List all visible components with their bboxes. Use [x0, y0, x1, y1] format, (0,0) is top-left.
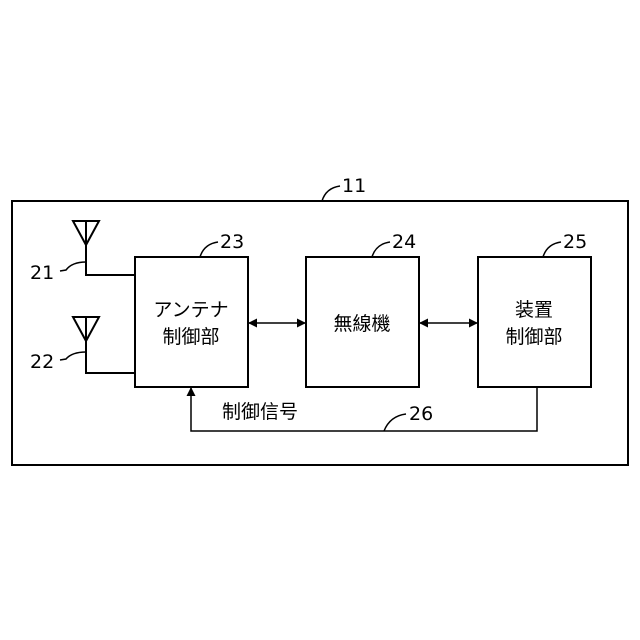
- device-control-leader-line: [543, 242, 561, 257]
- antenna-1-icon: [73, 221, 135, 275]
- antenna-control-box: [135, 257, 248, 387]
- radio-block: 無線機 24: [306, 231, 419, 387]
- device-control-block: 装置 制御部 25: [478, 231, 591, 387]
- antenna-2-icon: [73, 317, 135, 373]
- antenna-control-block: アンテナ 制御部 23: [135, 231, 248, 387]
- antenna-2: 22: [30, 317, 135, 373]
- control-signal-ref-label: 26: [409, 403, 433, 425]
- device-control-label-line1: 装置: [515, 299, 553, 321]
- antenna-1-ref-label: 21: [30, 262, 54, 284]
- antenna-control-label-line1: アンテナ: [153, 299, 228, 321]
- device-control-label-line2: 制御部: [505, 326, 562, 348]
- device-control-box: [478, 257, 591, 387]
- radio-label: 無線機: [333, 313, 390, 335]
- antenna-1-leader-line: [60, 262, 86, 271]
- control-signal-leader-line: [384, 414, 406, 431]
- antenna-2-ref-label: 22: [30, 351, 54, 373]
- device-control-ref-label: 25: [563, 231, 587, 253]
- device-leader-line: [322, 186, 340, 201]
- radio-ref-label: 24: [392, 231, 416, 253]
- control-signal-label: 制御信号: [222, 401, 298, 423]
- antenna-control-leader-line: [200, 242, 218, 257]
- radio-leader-line: [372, 242, 390, 257]
- antenna-control-label-line2: 制御部: [162, 326, 219, 348]
- device-ref-label: 11: [342, 175, 366, 197]
- antenna-control-ref-label: 23: [220, 231, 244, 253]
- antenna-1: 21: [30, 221, 135, 284]
- antenna-2-leader-line: [60, 352, 86, 360]
